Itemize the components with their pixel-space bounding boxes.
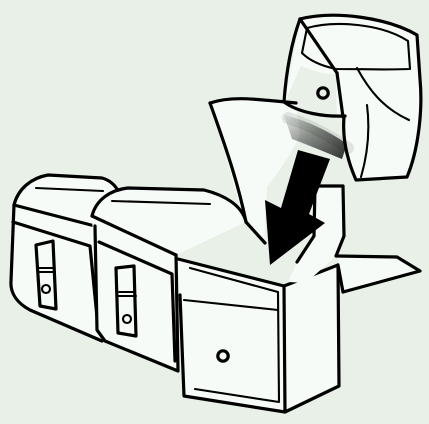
illustration-canvas bbox=[0, 0, 429, 424]
insertion-diagram bbox=[0, 0, 429, 424]
